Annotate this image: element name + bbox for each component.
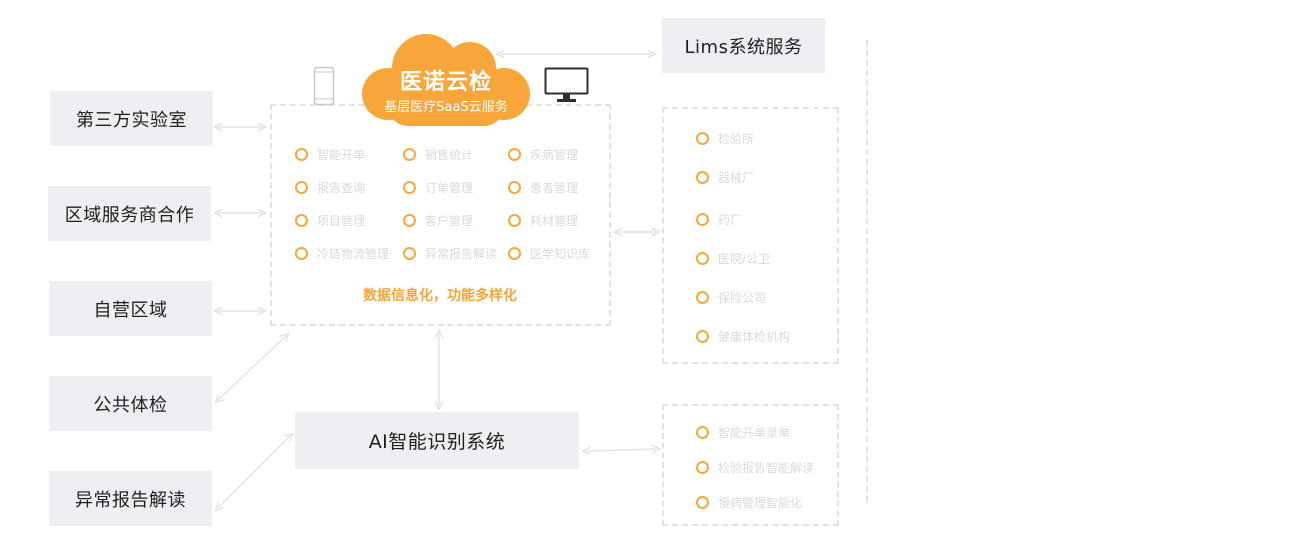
ring-icon (508, 246, 521, 260)
box-ai-recognition: AI智能识别系统 (295, 412, 579, 469)
box-lims-service: Lims系统服务 (662, 18, 825, 73)
connector-right-bottom (586, 449, 656, 451)
feature-item: 报告查询 (295, 178, 365, 196)
vertical-divider (866, 40, 868, 502)
connector-abnormal (218, 436, 290, 508)
ring-icon (696, 251, 709, 265)
feature-item: 耗材管理 (508, 211, 578, 229)
ring-icon (403, 147, 416, 161)
ring-icon (403, 246, 416, 260)
box-self-operated: 自营区域 (49, 281, 212, 336)
ai-feature-item: 智能开单录单 (696, 423, 790, 441)
monitor-icon (544, 67, 589, 102)
partner-item: 药厂 (696, 210, 742, 228)
box-regional-partner: 区域服务商合作 (48, 186, 211, 241)
right-bottom-panel (662, 404, 839, 526)
ring-icon (508, 180, 521, 194)
center-tagline: 数据信息化，功能多样化 (363, 288, 517, 304)
ring-icon (403, 213, 416, 227)
partner-item: 保险公司 (696, 288, 766, 306)
ring-icon (295, 213, 308, 227)
ring-icon (696, 460, 709, 474)
ring-icon (508, 213, 521, 227)
feature-item: 患者管理 (508, 178, 578, 196)
ring-icon (508, 147, 521, 161)
feature-item: 订单管理 (403, 178, 473, 196)
ring-icon (696, 425, 709, 439)
box-third-party-lab: 第三方实验室 (50, 91, 213, 146)
feature-item: 客户管理 (403, 211, 473, 229)
ai-feature-item: 慢病管理智能化 (696, 493, 802, 511)
partner-item: 医院/公卫 (696, 249, 770, 267)
cloud-subtitle: 基层医疗SaaS云服务 (384, 100, 508, 115)
feature-item: 销售统计 (403, 145, 473, 163)
ring-icon (696, 495, 709, 509)
feature-item: 疾病管理 (508, 145, 578, 163)
phone-icon (313, 66, 335, 106)
ring-icon (696, 212, 709, 226)
ring-icon (295, 147, 308, 161)
cloud-title: 医诺云检 (399, 70, 492, 95)
feature-item: 项目管理 (295, 211, 365, 229)
ring-icon (295, 180, 308, 194)
partner-item: 健康体检机构 (696, 327, 790, 345)
ring-icon (403, 180, 416, 194)
partner-item: 检验所 (696, 129, 754, 147)
ai-feature-item: 检验报告智能解读 (696, 458, 814, 476)
ring-icon (696, 131, 709, 145)
ring-icon (696, 170, 709, 184)
right-top-panel (662, 107, 839, 364)
feature-item: 异常报告解读 (403, 244, 497, 262)
ring-icon (295, 246, 308, 260)
connector-public (218, 336, 286, 400)
feature-item: 智能开单 (295, 145, 365, 163)
box-abnormal-report: 异常报告解读 (49, 471, 212, 526)
ring-icon (696, 290, 709, 304)
partner-item: 器械厂 (696, 168, 754, 186)
cloud-icon (362, 34, 530, 126)
feature-item: 冷链物流管理 (295, 244, 389, 262)
feature-item: 医学知识库 (508, 244, 590, 262)
ring-icon (696, 329, 709, 343)
box-public-checkup: 公共体检 (49, 376, 212, 431)
